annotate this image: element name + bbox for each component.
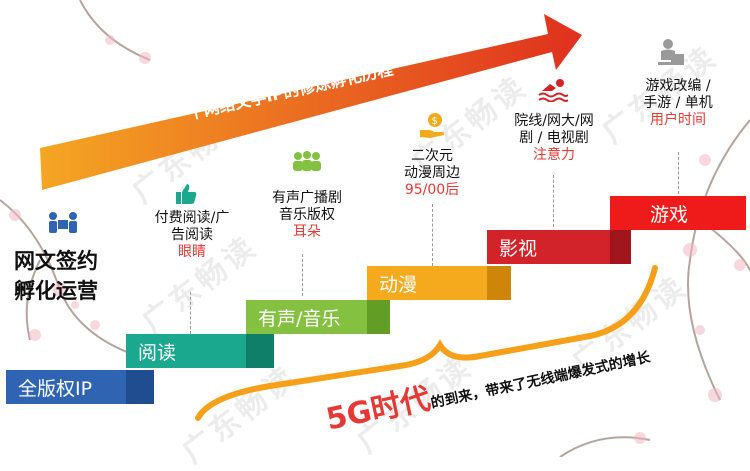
label-highlight: 耳朵 [293,224,321,240]
leader-line [302,254,303,296]
label-line: 音乐版权 [279,207,335,223]
label-line: 付费阅读/广 [154,210,230,226]
svg-text:$: $ [432,116,438,127]
group-icon [293,151,321,171]
label-reading: 付费阅读/广 告阅读 眼睛 [132,210,252,261]
left-title-line: 孵化运营 [14,279,98,303]
step-folds [126,230,631,404]
leader-line [553,175,554,227]
left-title-line: 网文签约 [14,249,98,273]
leader-line [678,152,679,194]
label-line: 告阅读 [171,227,213,243]
label-highlight: 注意力 [533,147,575,163]
step-game: 游戏 [610,196,746,230]
leader-line [190,292,191,334]
label-line: 院线/网大/网 [514,113,594,129]
label-line: 游戏改编 / [645,78,711,94]
label-line: 剧 / 电视剧 [519,130,589,146]
leader-line [432,204,433,266]
growth-brace [195,265,658,421]
step-audio-music: 有声/音乐 [246,300,390,334]
label-game: 游戏改编 / 手游 / 单机 用户时间 [620,78,736,129]
label-film: 院线/网大/网 剧 / 电视剧 注意力 [496,113,612,164]
left-title: 网文签约 孵化运营 [14,246,98,306]
swimmer-icon [538,79,568,102]
label-highlight: 用户时间 [650,112,706,128]
label-highlight: 95/00后 [404,182,460,198]
thumbs-up-icon [176,184,197,204]
reader-icon [658,39,684,65]
label-anime: 二次元 动漫周边 95/00后 [380,148,484,199]
label-line: 动漫周边 [404,165,460,181]
label-highlight: 眼睛 [178,244,206,260]
team-icon [49,212,77,233]
progress-arrow [40,14,582,190]
step-film-tv: 影视 [487,230,631,264]
money-hand-icon: $ [420,113,445,138]
label-line: 有声广播剧 [272,190,342,206]
label-line: 手游 / 单机 [643,95,713,111]
label-line: 二次元 [411,148,453,164]
label-audio: 有声广播剧 音乐版权 耳朵 [252,190,362,241]
blossom-decoration [0,0,750,457]
